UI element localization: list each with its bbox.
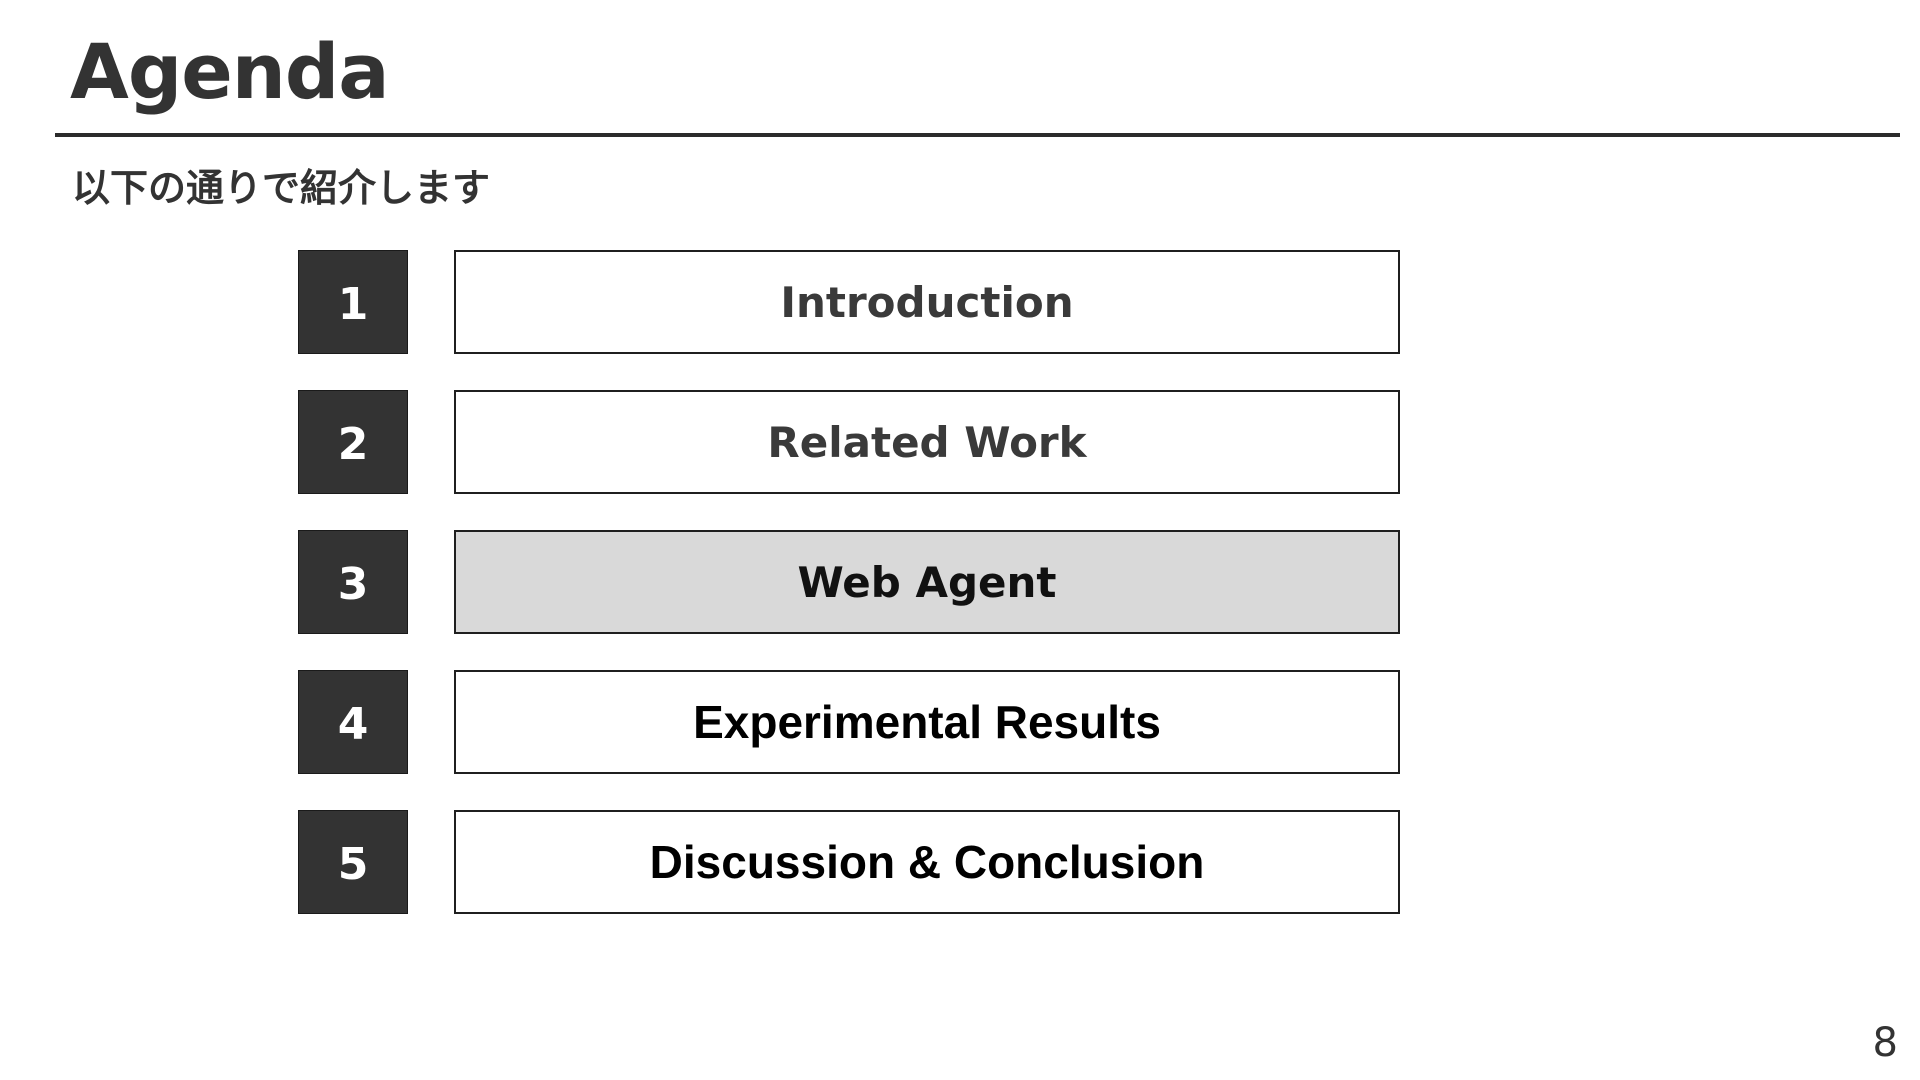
agenda-item-introduction: 1 Introduction bbox=[298, 250, 1408, 354]
agenda-number-badge: 5 bbox=[298, 810, 408, 914]
agenda-item-label: Discussion & Conclusion bbox=[454, 810, 1400, 914]
agenda-item-experimental-results: 4 Experimental Results bbox=[298, 670, 1408, 774]
agenda-item-label-current: Web Agent bbox=[454, 530, 1400, 634]
page-number: 8 bbox=[1872, 1020, 1898, 1066]
agenda-item-label: Experimental Results bbox=[454, 670, 1400, 774]
agenda-number-badge: 4 bbox=[298, 670, 408, 774]
agenda-item-web-agent: 3 Web Agent bbox=[298, 530, 1408, 634]
title-divider bbox=[55, 133, 1900, 137]
agenda-item-related-work: 2 Related Work bbox=[298, 390, 1408, 494]
agenda-list: 1 Introduction 2 Related Work 3 Web Agen… bbox=[298, 250, 1408, 950]
agenda-number-badge: 3 bbox=[298, 530, 408, 634]
agenda-item-label: Introduction bbox=[454, 250, 1400, 354]
agenda-item-discussion-conclusion: 5 Discussion & Conclusion bbox=[298, 810, 1408, 914]
agenda-item-label: Related Work bbox=[454, 390, 1400, 494]
slide-subtitle: 以下の通りで紹介します bbox=[72, 166, 491, 210]
agenda-number-badge: 2 bbox=[298, 390, 408, 494]
slide-title: Agenda bbox=[70, 27, 390, 116]
agenda-number-badge: 1 bbox=[298, 250, 408, 354]
